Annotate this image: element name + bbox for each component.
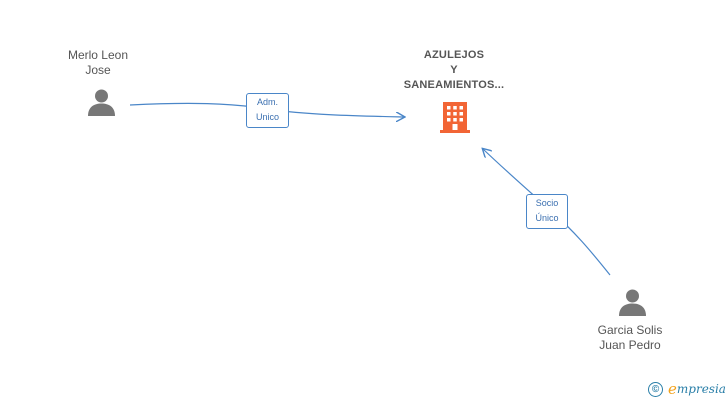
building-icon[interactable] [440, 101, 470, 134]
person-name-line2: Juan Pedro [599, 338, 661, 352]
edge-label-adm-unico[interactable]: Adm. Unico [246, 93, 289, 128]
brand-logo-text: mpresia [676, 382, 726, 396]
edge-label-line2: Único [535, 213, 559, 223]
person-name-line1: Merlo Leon [67, 48, 129, 62]
person-name-line1: Garcia Solis [597, 323, 663, 337]
copyright-icon: © [648, 381, 663, 397]
edge-label-line1: Adm. [256, 97, 278, 107]
person-name-garcia[interactable]: Garcia Solis Juan Pedro [580, 323, 680, 353]
company-name[interactable]: AZULEJOS Y SANEAMIENTOS... [384, 48, 524, 93]
person-name-line2: Jose [85, 63, 111, 77]
person-icon[interactable] [87, 88, 116, 117]
edge-label-line1: Socio [535, 198, 559, 208]
company-name-line1: AZULEJOS [423, 49, 485, 61]
edge-label-socio-unico[interactable]: Socio Único [526, 194, 568, 229]
person-name-merlo[interactable]: Merlo Leon Jose [48, 48, 148, 78]
brand-logo-e: e [668, 380, 677, 398]
edge-label-line2: Unico [255, 112, 279, 122]
company-name-line3: SANEAMIENTOS... [403, 79, 505, 91]
company-name-line2: Y [450, 64, 458, 76]
person-icon[interactable] [618, 288, 647, 317]
